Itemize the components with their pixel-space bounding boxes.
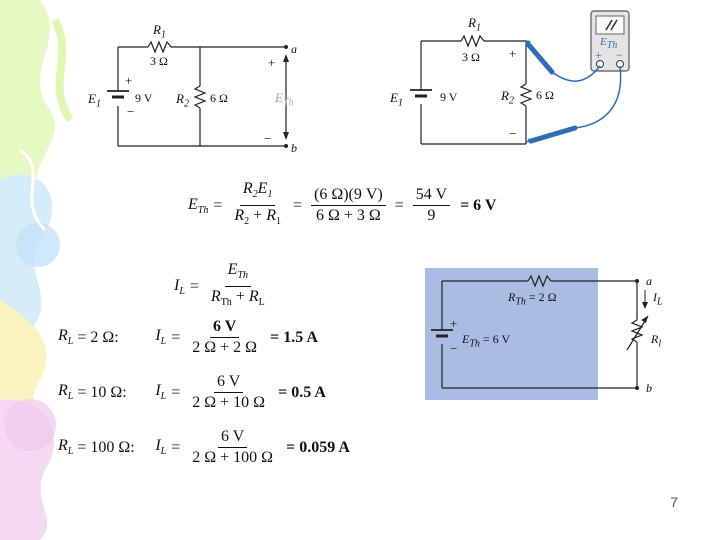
c1-eth-plus: +	[268, 55, 276, 70]
c1-r1-label: R1	[153, 22, 166, 41]
c2-r1-label: R1	[468, 15, 481, 34]
c3-minus: −	[450, 341, 458, 356]
c1-r2-value: 6 Ω	[210, 91, 228, 105]
c1-r1-value: 3 Ω	[150, 54, 168, 68]
eth-fraction-1: R2E1 R2 + R1	[234, 180, 281, 228]
il-equation: IL = ETh RTh + RL	[174, 261, 265, 309]
c3-rth-label: RTh = 2 Ω	[508, 290, 557, 308]
c1-r2-label: R2	[176, 91, 189, 110]
eth-fraction-3: 54 V 9	[412, 186, 451, 225]
c2-meter-minus: −	[616, 48, 623, 62]
c2-meter-plus: +	[595, 48, 602, 62]
c3-node-a: a	[646, 274, 652, 288]
c2-e1-value: 9 V	[440, 90, 458, 104]
c1-e1-plus: +	[125, 73, 133, 88]
c1-e1-label: E1	[88, 91, 101, 110]
page-number: 7	[670, 494, 678, 510]
c2-r2-label: R2	[501, 88, 514, 107]
eth-result: = 6 V	[460, 196, 497, 214]
c3-rl-label: Rl	[651, 332, 662, 350]
c3-node-b: b	[646, 381, 652, 395]
c2-r1-value: 3 Ω	[462, 50, 480, 64]
decorative-background	[0, 0, 74, 540]
c3-plus: +	[450, 316, 458, 331]
eth-lhs: ETh	[188, 195, 209, 216]
c1-eth-minus: −	[264, 131, 272, 146]
eth-equation: ETh = R2E1 R2 + R1 = (6 Ω)(9 V) 6 Ω + 3 …	[188, 180, 496, 231]
c1-node-b: b	[291, 141, 297, 155]
c1-e1-minus: −	[127, 104, 135, 119]
c2-plus: +	[509, 46, 517, 61]
c2-r2-value: 6 Ω	[536, 88, 554, 102]
c2-e1-label: E1	[390, 90, 403, 109]
circuit-3-background	[425, 268, 598, 400]
c2-meter-label: ETh	[600, 36, 618, 52]
c1-node-a: a	[291, 42, 297, 56]
c3-il-label: IL	[653, 290, 663, 308]
c2-minus: −	[509, 126, 517, 141]
c1-eth-label: ETh	[275, 90, 294, 109]
c3-eth-label: ETh = 6 V	[462, 332, 511, 350]
c1-e1-value: 9 V	[135, 91, 153, 105]
eth-fraction-2: (6 Ω)(9 V) 6 Ω + 3 Ω	[311, 186, 386, 225]
